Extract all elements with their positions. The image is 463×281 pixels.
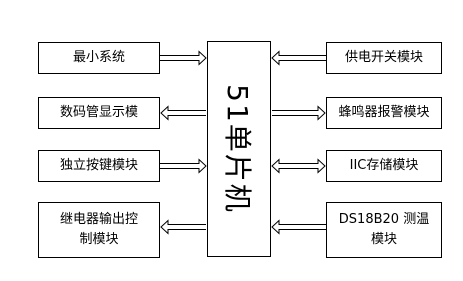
arrow-mcu-iic-storage-bidirectional [271, 158, 326, 174]
ds18b20-temperature-label-line1: DS18B20 测温 [338, 212, 430, 227]
independent-key-label: 独立按键模块 [59, 158, 138, 173]
iic-storage-box: IIC存储模块 [326, 150, 442, 182]
digital-tube-display-label: 数码管显示模 [59, 105, 138, 120]
power-switch-box: 供电开关模块 [326, 42, 442, 74]
buzzer-alarm-box: 蜂鸣器报警模块 [326, 97, 442, 129]
arrow-power-switch-to-mcu [271, 50, 326, 66]
iic-storage-label: IIC存储模块 [349, 158, 419, 173]
arrow-mcu-to-buzzer-alarm [272, 105, 326, 121]
relay-output-label-line1: 继电器输出控 [59, 212, 138, 227]
arrow-mcu-to-digital-tube [160, 105, 206, 121]
minimum-system-box: 最小系统 [38, 42, 160, 74]
power-switch-label: 供电开关模块 [344, 50, 423, 65]
ds18b20-temperature-label-line2: 模块 [370, 232, 397, 247]
ds18b20-temperature-box: DS18B20 测温 模块 [326, 202, 442, 258]
independent-key-box: 独立按键模块 [38, 150, 160, 182]
arrow-minimum-system-to-mcu [160, 50, 207, 66]
arrow-ds18b20-to-mcu [271, 219, 326, 235]
mcu-box: 51单片机 [207, 41, 271, 257]
relay-output-label-line2: 制模块 [79, 232, 119, 247]
arrow-mcu-to-relay-output [160, 219, 206, 235]
relay-output-box: 继电器输出控 制模块 [38, 202, 160, 258]
minimum-system-label: 最小系统 [72, 50, 125, 65]
arrow-independent-key-to-mcu [160, 158, 207, 174]
digital-tube-display-box: 数码管显示模 [38, 97, 160, 129]
buzzer-alarm-label: 蜂鸣器报警模块 [338, 105, 430, 120]
